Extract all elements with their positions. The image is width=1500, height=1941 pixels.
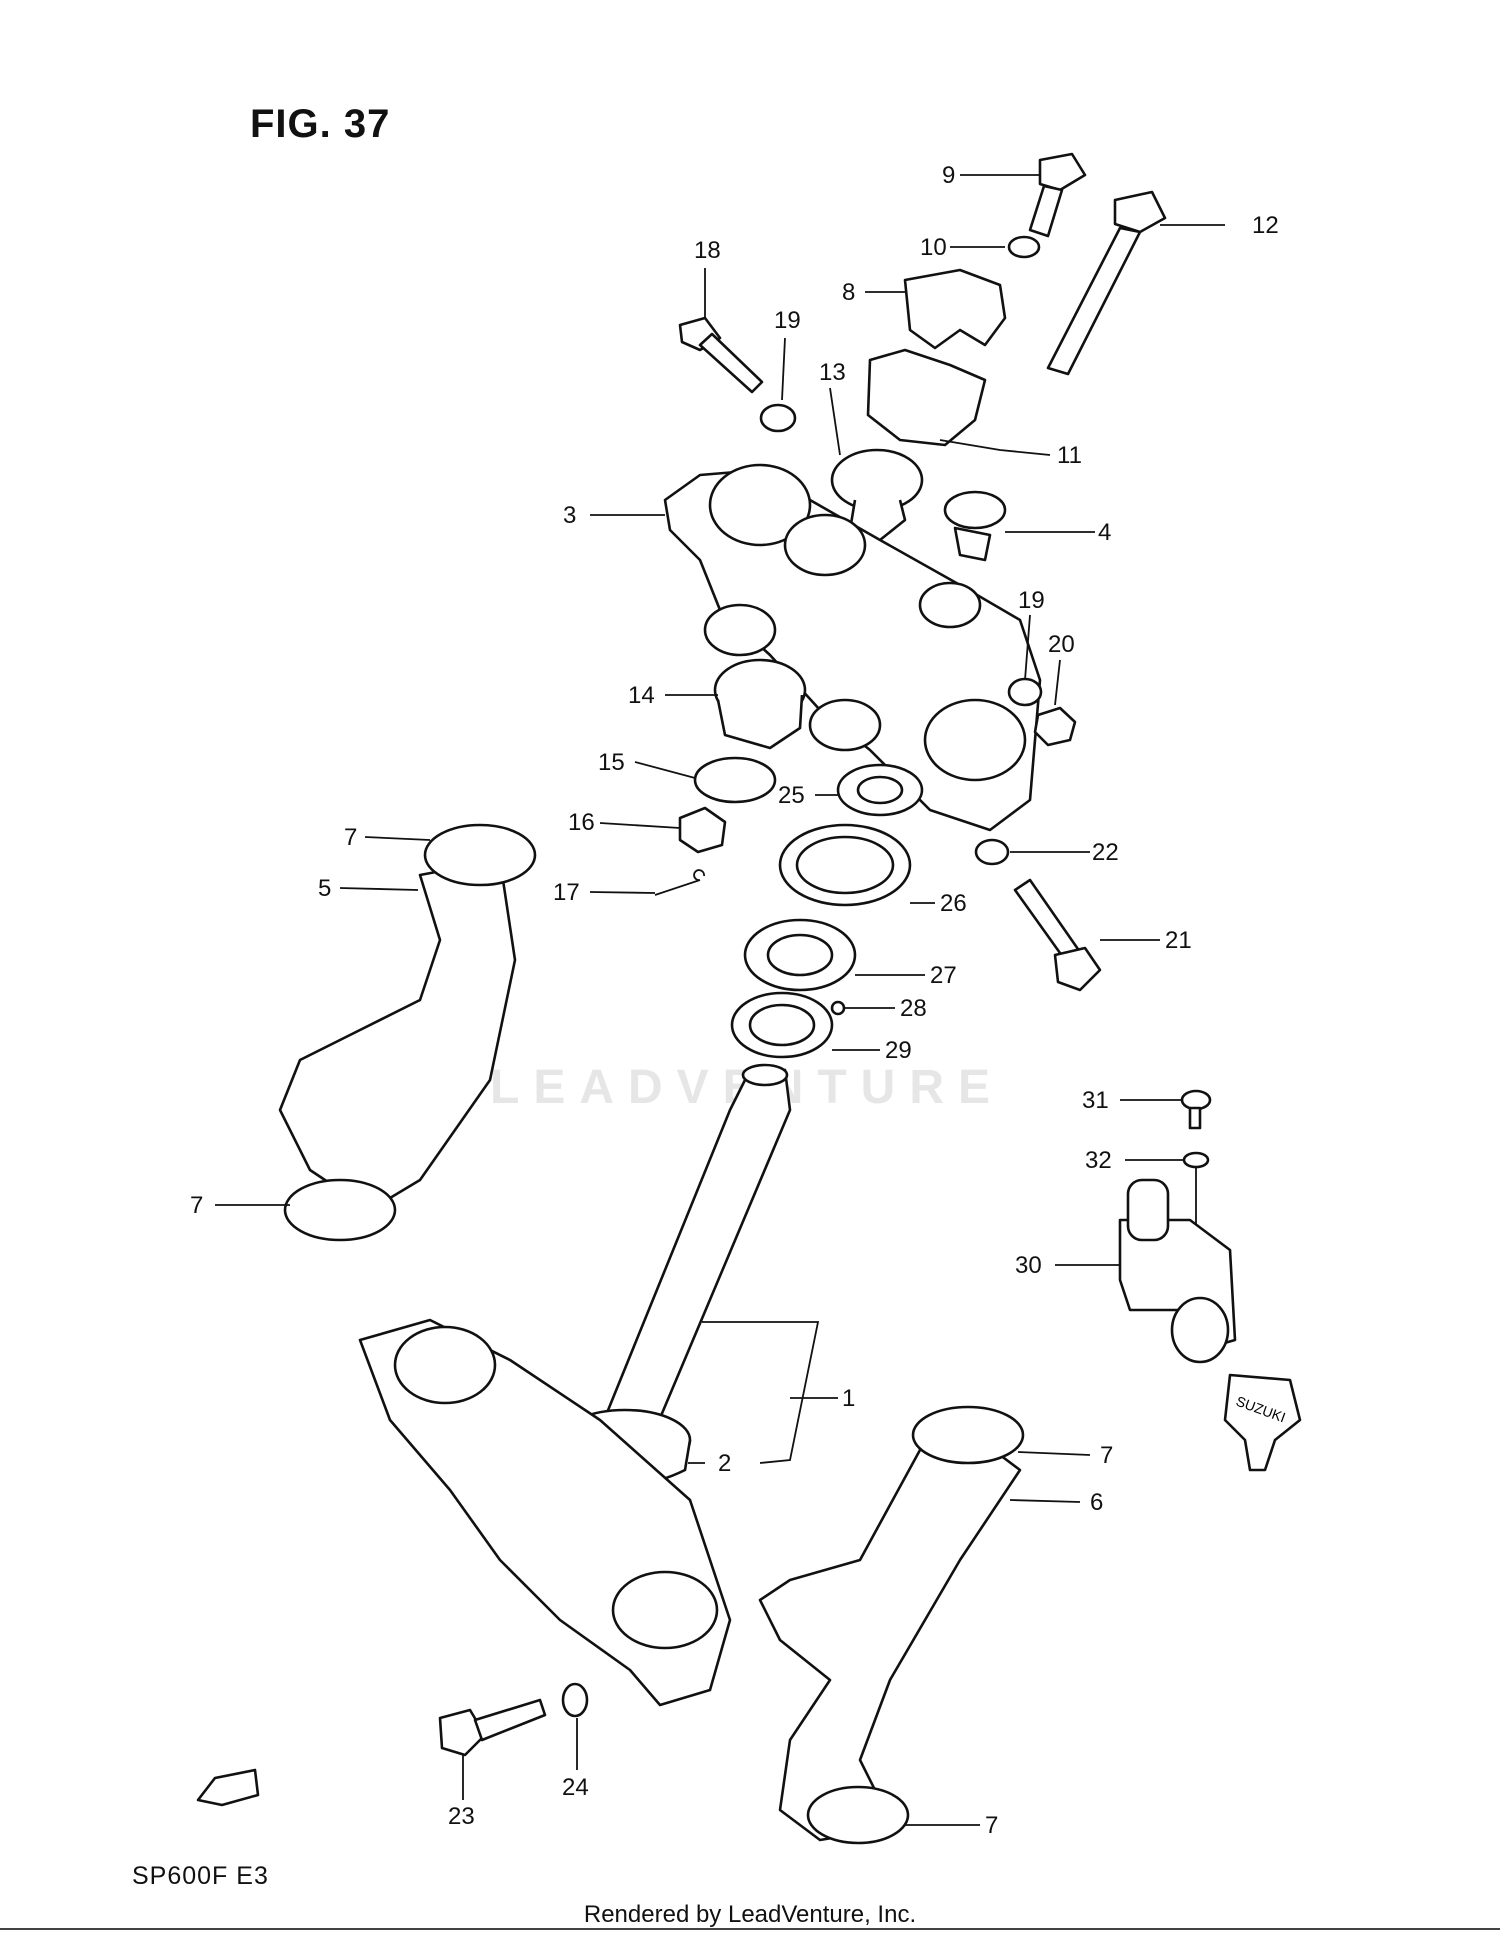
callout-20: 20 (1048, 631, 1075, 658)
part-6-right-fork-bracket (758, 1438, 1022, 1842)
part-7-seal-d (806, 1785, 910, 1845)
part-3-bore-right (923, 698, 1027, 782)
part-3-mount-hole-a (703, 603, 777, 657)
model-code: SP600F E3 (132, 1862, 269, 1890)
callout-6: 6 (1090, 1489, 1103, 1516)
callout-14: 14 (628, 682, 655, 709)
callout-23: 23 (448, 1803, 475, 1830)
ignition-key-icon: SUZUKI (1223, 1373, 1302, 1472)
lower-bracket-bore-right (611, 1570, 719, 1650)
callout-16: 16 (568, 809, 595, 836)
footer-divider (0, 1928, 1500, 1930)
callout-7-c: 7 (1100, 1442, 1113, 1469)
callout-12: 12 (1252, 212, 1279, 239)
callout-13: 13 (819, 359, 846, 386)
callout-29: 29 (885, 1037, 912, 1064)
callout-28: 28 (900, 995, 927, 1022)
fwd-arrow-icon: FWD (196, 1768, 260, 1807)
lower-bracket-bore-left (393, 1325, 497, 1405)
callout-24: 24 (562, 1774, 589, 1801)
part-4-bolt (943, 490, 1007, 562)
part-1-stem-top (741, 1063, 789, 1087)
callout-11: 11 (1057, 442, 1082, 469)
callout-22: 22 (1092, 839, 1119, 866)
part-19-washer-b (1007, 677, 1043, 707)
part-3-bore-center (783, 513, 867, 577)
callout-17: 17 (553, 879, 580, 906)
callout-15: 15 (598, 749, 625, 776)
callout-7-d: 7 (985, 1812, 998, 1839)
callout-32: 32 (1085, 1147, 1112, 1174)
callout-25: 25 (778, 782, 805, 809)
part-14-damper (713, 658, 807, 750)
part-8-clamp-upper (903, 268, 1007, 350)
part-15-washer (693, 756, 777, 804)
leader-lines (215, 174, 1225, 1826)
callout-4: 4 (1098, 519, 1111, 546)
callout-3: 3 (563, 502, 576, 529)
callout-30: 30 (1015, 1252, 1042, 1279)
callout-5: 5 (318, 875, 331, 902)
figure-title: FIG. 37 (250, 102, 391, 146)
callout-31: 31 (1082, 1087, 1109, 1114)
part-1-steering-stem (598, 1068, 792, 1432)
part-3-mount-hole-b (808, 698, 882, 752)
callout-19-b: 19 (1018, 587, 1045, 614)
callout-21: 21 (1165, 927, 1192, 954)
part-3-mount-hole-c (918, 581, 982, 629)
callout-1: 1 (842, 1385, 855, 1412)
part-7-seal-a (423, 823, 537, 887)
callout-19: 19 (774, 307, 801, 334)
part-19-washer-a (759, 403, 797, 433)
part-12-long-bolt (1046, 190, 1167, 376)
callout-7-b: 7 (190, 1192, 203, 1219)
part-5-left-fork-bracket (278, 858, 517, 1212)
part-7-seal-b (283, 1178, 397, 1242)
part-10-washer (1007, 235, 1041, 259)
part-9-bolt (1028, 152, 1087, 238)
callout-26: 26 (940, 890, 967, 917)
part-22-washer (974, 838, 1010, 866)
part-7-seal-c (911, 1405, 1025, 1465)
part-26-bearing-race (778, 823, 912, 907)
part-3-bore-left (708, 463, 812, 547)
callout-10: 10 (920, 234, 947, 261)
part-21-bolt (1013, 878, 1102, 992)
callout-7-a: 7 (344, 824, 357, 851)
part-11-handlebar-holder (866, 348, 987, 447)
part-16-nut (678, 806, 727, 854)
part-30-ignition-switch (1118, 1178, 1237, 1364)
callout-27: 27 (930, 962, 957, 989)
part-23-bolt (438, 1698, 547, 1757)
callout-8: 8 (842, 279, 855, 306)
part-20-nut (1033, 706, 1077, 747)
part-25-steering-nut (836, 763, 924, 817)
callout-labels: 9 10 12 8 18 19 13 11 3 4 19 20 14 15 25… (190, 162, 1279, 1839)
footer-credit: Rendered by LeadVenture, Inc. (583, 1901, 917, 1928)
callout-2: 2 (718, 1450, 731, 1477)
part-29-race (730, 991, 834, 1059)
part-27-bearing (743, 918, 857, 992)
callout-18: 18 (694, 237, 721, 264)
part-18-bolt (678, 316, 764, 394)
callout-9: 9 (942, 162, 955, 189)
part-31-screw (1180, 1089, 1212, 1130)
part-17-cotter-pin (654, 869, 705, 896)
part-24-washer (561, 1682, 589, 1718)
part-32-washer (1182, 1151, 1210, 1169)
part-28-ball (830, 1000, 846, 1016)
